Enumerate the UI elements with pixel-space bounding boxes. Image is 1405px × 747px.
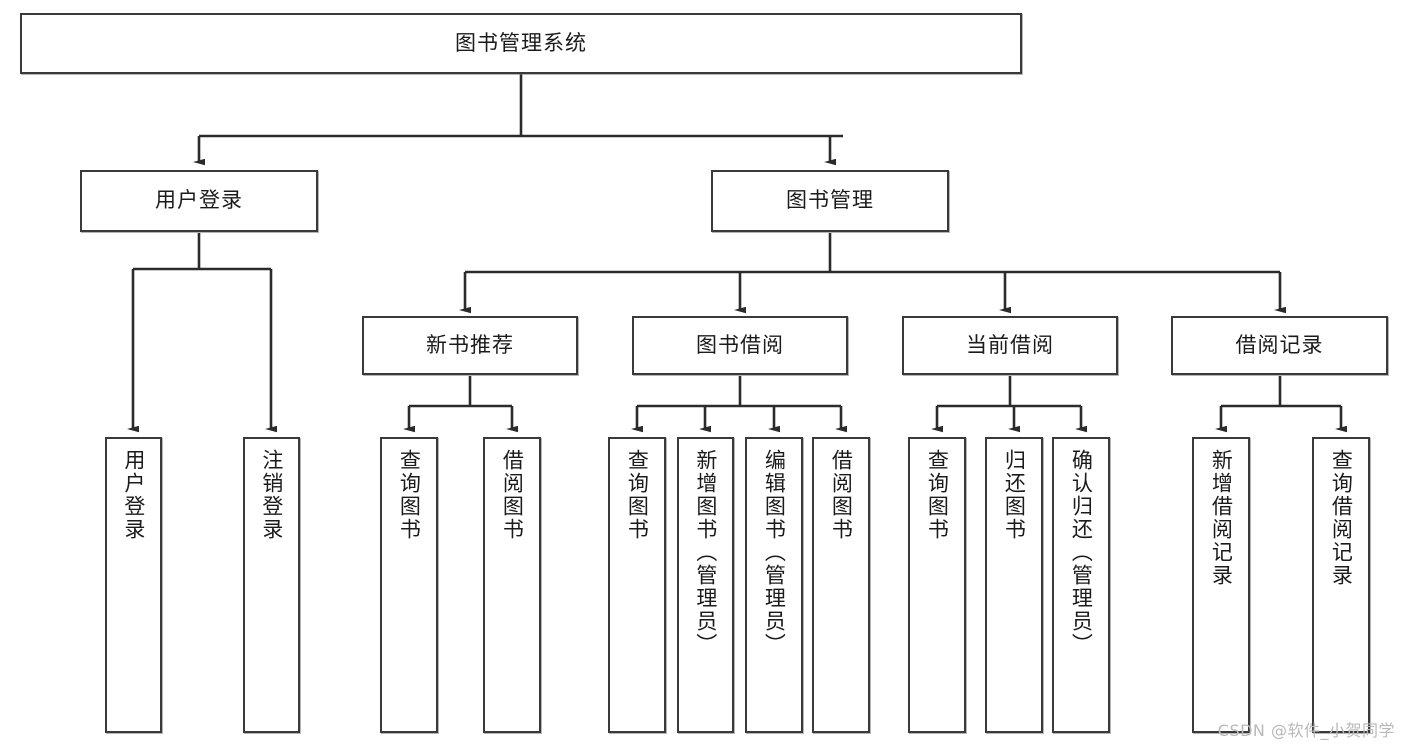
node-leaf-query-record-label: 查询借阅记录	[1329, 449, 1354, 587]
node-leaf-edit-book-label: 编辑图书（管理员）	[762, 449, 787, 656]
node-leaf-add-book[interactable]: 新增图书（管理员）	[677, 437, 734, 733]
node-leaf-borrow-book-1[interactable]: 借阅图书	[483, 437, 541, 733]
node-leaf-confirm-return[interactable]: 确认归还（管理员）	[1052, 437, 1110, 733]
node-leaf-borrow-book-2[interactable]: 借阅图书	[812, 437, 870, 733]
node-leaf-query-book-2-label: 查询图书	[625, 449, 650, 541]
node-leaf-user-logout-label: 注销登录	[259, 449, 284, 541]
node-leaf-query-book-1[interactable]: 查询图书	[380, 437, 438, 733]
node-current-borrow-label: 当前借阅	[966, 332, 1054, 357]
node-new-book-rec[interactable]: 新书推荐	[362, 316, 578, 375]
node-root[interactable]: 图书管理系统	[20, 13, 1022, 74]
node-leaf-add-record[interactable]: 新增借阅记录	[1192, 437, 1250, 733]
node-leaf-user-login-label: 用户登录	[121, 449, 146, 541]
node-leaf-return-book-label: 归还图书	[1002, 449, 1027, 541]
node-leaf-user-login[interactable]: 用户登录	[105, 437, 162, 733]
node-book-manage[interactable]: 图书管理	[711, 170, 949, 232]
node-borrow-record-label: 借阅记录	[1235, 332, 1324, 357]
node-leaf-return-book[interactable]: 归还图书	[985, 437, 1043, 733]
node-leaf-query-book-2[interactable]: 查询图书	[608, 437, 666, 733]
node-leaf-query-record[interactable]: 查询借阅记录	[1312, 437, 1370, 733]
node-root-label: 图书管理系统	[455, 30, 587, 55]
node-user-login-label: 用户登录	[155, 188, 243, 213]
node-borrow-record[interactable]: 借阅记录	[1171, 316, 1388, 375]
node-leaf-query-book-1-label: 查询图书	[397, 449, 422, 541]
node-book-borrow[interactable]: 图书借阅	[632, 316, 848, 375]
node-current-borrow[interactable]: 当前借阅	[902, 316, 1118, 375]
node-leaf-query-book-3-label: 查询图书	[925, 449, 950, 541]
node-leaf-query-book-3[interactable]: 查询图书	[908, 437, 966, 733]
node-user-login[interactable]: 用户登录	[80, 170, 318, 232]
node-leaf-user-logout[interactable]: 注销登录	[243, 437, 300, 733]
node-leaf-borrow-book-1-label: 借阅图书	[500, 449, 525, 541]
node-leaf-confirm-return-label: 确认归还（管理员）	[1069, 449, 1094, 656]
node-book-manage-label: 图书管理	[786, 188, 874, 213]
node-new-book-rec-label: 新书推荐	[426, 332, 514, 357]
node-leaf-borrow-book-2-label: 借阅图书	[829, 449, 854, 541]
node-leaf-add-book-label: 新增图书（管理员）	[693, 449, 718, 656]
node-leaf-add-record-label: 新增借阅记录	[1209, 449, 1234, 587]
node-book-borrow-label: 图书借阅	[696, 332, 784, 357]
node-leaf-edit-book[interactable]: 编辑图书（管理员）	[745, 437, 803, 733]
